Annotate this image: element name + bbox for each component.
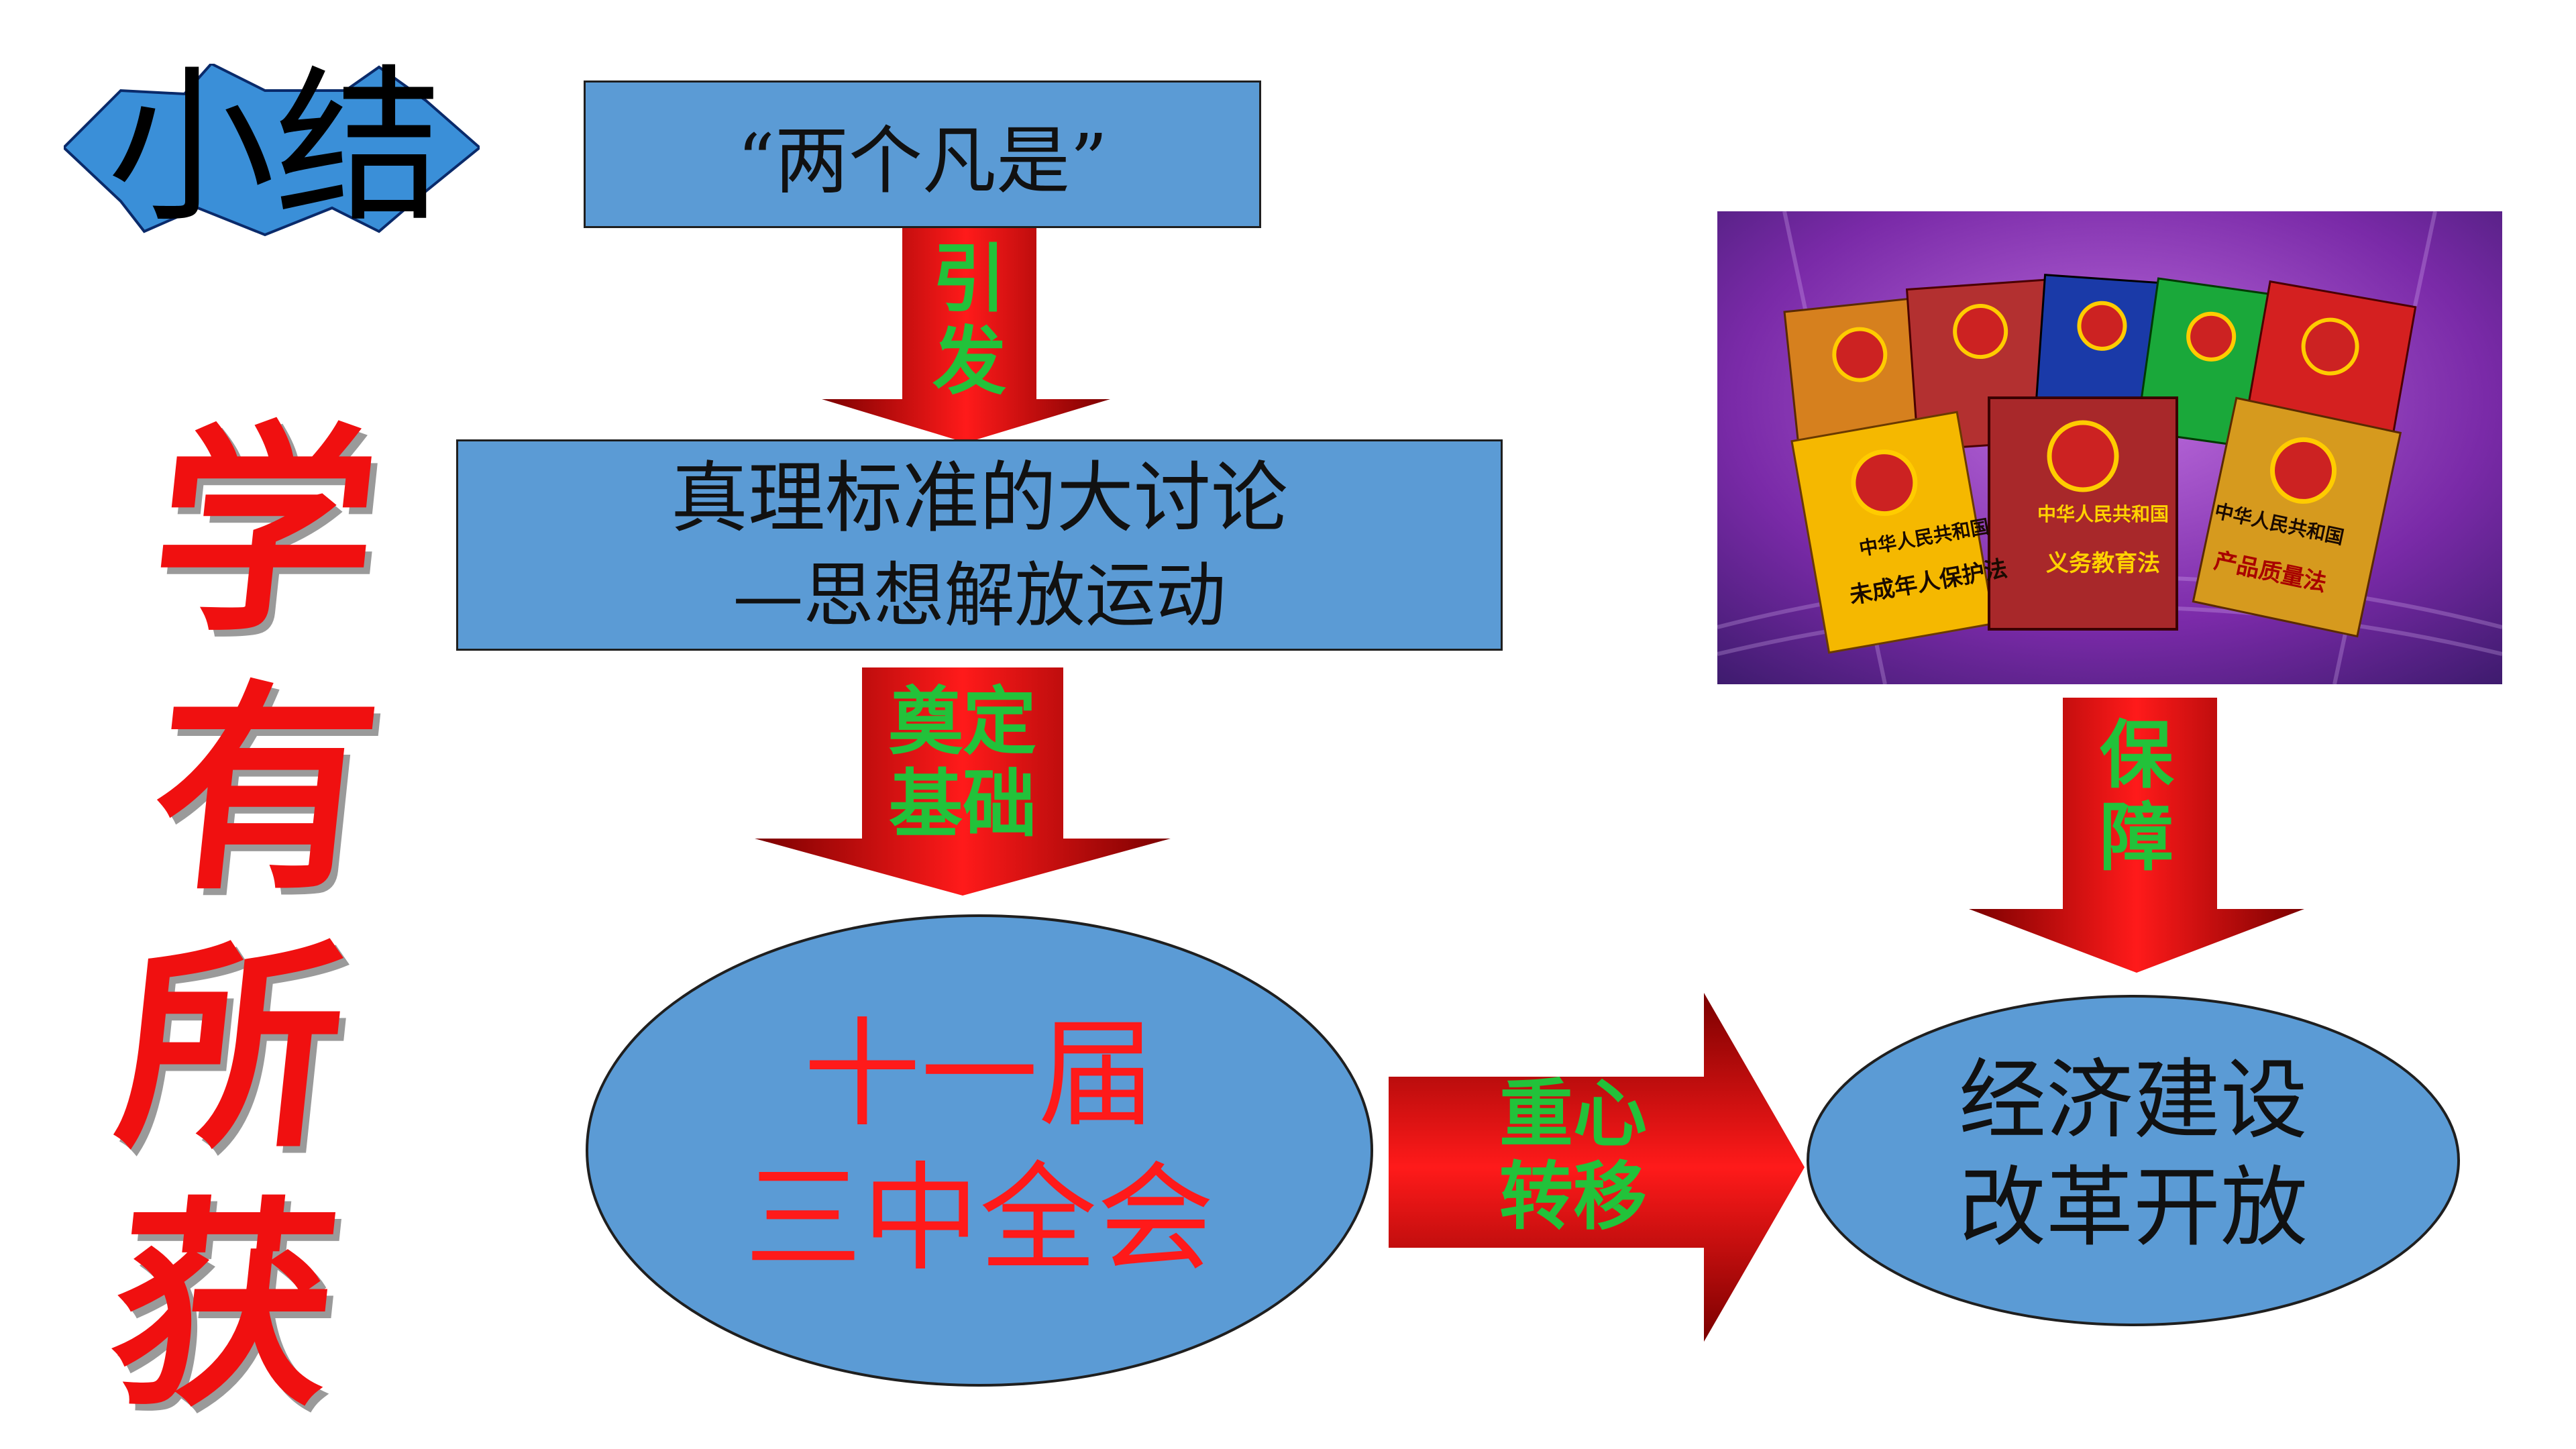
arrow-down-2 <box>755 667 1171 896</box>
book-center-title: 中华人民共和国 <box>2037 503 2169 525</box>
arrow-2-label: 奠定 基础 <box>852 679 1073 848</box>
economy-reform-ellipse <box>1807 995 2460 1326</box>
arrow-3-label: 重心 转移 <box>1462 1073 1684 1238</box>
slogan-char: 获 <box>99 1176 349 1436</box>
economy-reform-label: 经济建设 改革开放 <box>1831 1046 2435 1261</box>
arrow-down-1 <box>822 228 1110 443</box>
two-whatevers-label: “两个凡是” <box>737 118 1108 204</box>
thought-liberation-label: —思想解放运动 <box>733 554 1226 637</box>
arrow-1-label: 引 发 <box>902 236 1036 405</box>
slogan-char: 有 <box>140 659 390 920</box>
third-plenum-line: 三中全会 <box>745 1151 1214 1287</box>
arrow-1-label-line: 引 <box>932 236 1006 322</box>
arrow-4-label-line: 障 <box>2100 795 2174 881</box>
economy-reform-line: 改革开放 <box>1958 1157 2308 1258</box>
two-whatevers-box: “两个凡是” <box>584 80 1261 228</box>
arrow-2-label-line: 奠定 <box>889 679 1036 765</box>
third-plenum-line: 十一届 <box>803 1007 1156 1143</box>
law-books-image <box>1717 211 2502 684</box>
arrow-right-3 <box>1389 993 1805 1342</box>
truth-discussion-label: 真理标准的大讨论 <box>670 453 1288 543</box>
arrow-1-label-line: 发 <box>932 319 1006 405</box>
book-center-subtitle: 义务教育法 <box>2046 550 2160 577</box>
slogan-char: 学 <box>141 401 390 661</box>
third-plenum-label: 十一届 三中全会 <box>617 1003 1342 1291</box>
arrow-3-label-line: 转移 <box>1499 1154 1647 1240</box>
page-title: 小结 <box>107 50 443 245</box>
third-plenum-ellipse <box>586 914 1373 1387</box>
arrow-2-label-line: 基础 <box>889 761 1036 848</box>
arrow-3-label-line: 重心 <box>1499 1071 1647 1157</box>
arrow-4-label: 保 障 <box>2070 714 2204 879</box>
slogan: 学 有 所 获 <box>60 401 504 1436</box>
arrow-down-4 <box>1969 698 2304 973</box>
title-badge-shape <box>64 64 480 237</box>
truth-discussion-box: 真理标准的大讨论 —思想解放运动 <box>456 439 1503 651</box>
arrow-4-label-line: 保 <box>2100 712 2174 798</box>
slogan-char: 所 <box>107 918 356 1178</box>
economy-reform-line: 经济建设 <box>1958 1049 2308 1151</box>
